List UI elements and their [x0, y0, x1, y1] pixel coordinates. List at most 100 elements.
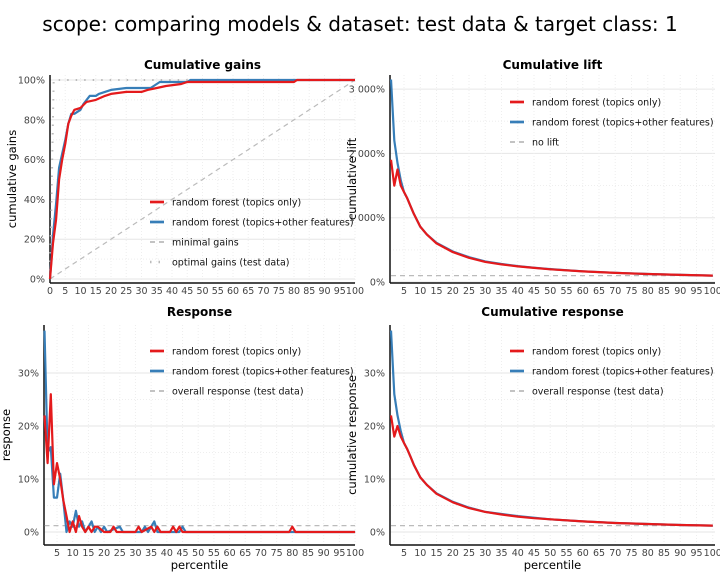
legend-label: random forest (topics only) — [532, 347, 661, 358]
y-tick-label: 30% — [18, 369, 39, 380]
legend-label: minimal gains — [172, 238, 239, 249]
y-tick-label: 30% — [364, 369, 385, 380]
x-tick-label: 40 — [512, 548, 524, 559]
panel-title: Cumulative gains — [144, 58, 261, 72]
legend-label: random forest (topics only) — [172, 198, 301, 209]
x-tick-label: 30 — [479, 548, 491, 559]
x-tick-label: 90 — [674, 286, 686, 297]
x-tick-label: 55 — [212, 286, 224, 297]
x-tick-label: 35 — [145, 548, 157, 559]
x-tick-label: 50 — [544, 548, 556, 559]
y-tick-label: 0% — [30, 275, 45, 286]
x-tick-label: 50 — [196, 286, 208, 297]
x-tick-label: 65 — [239, 548, 251, 559]
x-tick-label: 45 — [176, 548, 188, 559]
series-line-random-forest-topics-only- — [389, 415, 713, 527]
x-tick-label: 60 — [227, 286, 239, 297]
x-tick-label: 55 — [560, 286, 572, 297]
x-tick-label: 70 — [609, 286, 621, 297]
y-tick-label: 20% — [18, 422, 39, 433]
x-tick-label: 90 — [674, 548, 686, 559]
x-tick-label: 20 — [447, 548, 459, 559]
y-axis-label: cumulative lift — [345, 137, 359, 220]
x-tick-label: 70 — [609, 548, 621, 559]
x-tick-label: 0 — [47, 286, 53, 297]
x-tick-label: 50 — [192, 548, 204, 559]
x-tick-label: 10 — [414, 286, 426, 297]
legend-label: random forest (topics+other features) — [532, 118, 714, 129]
legend-label: optimal gains (test data) — [172, 258, 290, 269]
x-tick-label: 20 — [447, 286, 459, 297]
x-tick-label: 65 — [593, 286, 605, 297]
series-line-random-forest-topics-only- — [43, 393, 356, 534]
x-tick-label: 15 — [90, 286, 102, 297]
x-tick-label: 95 — [334, 286, 346, 297]
x-tick-label: 45 — [181, 286, 193, 297]
series-line-random-forest-topics-only- — [48, 78, 355, 280]
x-tick-label: 50 — [544, 286, 556, 297]
y-axis-label: response — [0, 409, 13, 461]
x-tick-label: 85 — [658, 286, 670, 297]
legend-label: random forest (topics only) — [172, 347, 301, 358]
x-axis-label: percentile — [171, 558, 229, 572]
series-line-random-forest-topics-other-features- — [48, 78, 355, 280]
y-axis-label: cumulative response — [345, 375, 359, 495]
x-tick-label: 55 — [208, 548, 220, 559]
x-tick-label: 40 — [512, 286, 524, 297]
x-tick-label: 30 — [135, 286, 147, 297]
y-tick-label: 20% — [24, 235, 45, 246]
series-line-random-forest-topics-other-features- — [43, 330, 356, 534]
legend-label: overall response (test data) — [532, 387, 664, 398]
x-tick-label: 90 — [318, 286, 330, 297]
series-line-random-forest-topics-only- — [389, 159, 713, 277]
x-tick-label: 35 — [495, 286, 507, 297]
x-tick-label: 100 — [346, 286, 364, 297]
x-tick-label: 35 — [495, 548, 507, 559]
x-tick-label: 5 — [401, 548, 407, 559]
x-tick-label: 40 — [166, 286, 178, 297]
x-tick-label: 75 — [273, 286, 285, 297]
x-tick-label: 25 — [463, 548, 475, 559]
x-tick-label: 20 — [105, 286, 117, 297]
y-tick-label: 80% — [24, 115, 45, 126]
x-tick-label: 100 — [704, 548, 720, 559]
x-tick-label: 60 — [577, 548, 589, 559]
x-tick-label: 85 — [303, 286, 315, 297]
y-tick-label: 0% — [24, 528, 39, 539]
x-tick-label: 20 — [98, 548, 110, 559]
x-tick-label: 10 — [67, 548, 79, 559]
x-tick-label: 95 — [690, 286, 702, 297]
y-tick-label: 40% — [24, 195, 45, 206]
legend-label: random forest (topics+other features) — [172, 367, 354, 378]
x-tick-label: 45 — [528, 286, 540, 297]
x-tick-label: 75 — [625, 548, 637, 559]
legend-label: random forest (topics only) — [532, 98, 661, 109]
legend-label: overall response (test data) — [172, 387, 304, 398]
x-tick-label: 15 — [430, 286, 442, 297]
x-tick-label: 15 — [82, 548, 94, 559]
x-tick-label: 75 — [625, 286, 637, 297]
y-tick-label: 1 000% — [349, 213, 385, 224]
x-tick-label: 5 — [401, 286, 407, 297]
panel-title: Cumulative lift — [503, 58, 603, 72]
x-tick-label: 30 — [479, 286, 491, 297]
x-tick-label: 40 — [161, 548, 173, 559]
x-tick-label: 70 — [257, 286, 269, 297]
series-line-minimal-gains — [49, 79, 356, 280]
x-tick-label: 65 — [593, 548, 605, 559]
x-tick-label: 80 — [642, 286, 654, 297]
x-tick-label: 5 — [54, 548, 60, 559]
main-title: scope: comparing models & dataset: test … — [42, 12, 678, 36]
panel-title: Response — [167, 305, 232, 319]
x-tick-label: 90 — [318, 548, 330, 559]
x-tick-label: 10 — [74, 286, 86, 297]
x-tick-label: 25 — [114, 548, 126, 559]
legend-label: random forest (topics+other features) — [172, 218, 354, 229]
x-tick-label: 55 — [560, 548, 572, 559]
y-tick-label: 60% — [24, 155, 45, 166]
panel-title: Cumulative response — [481, 305, 623, 319]
